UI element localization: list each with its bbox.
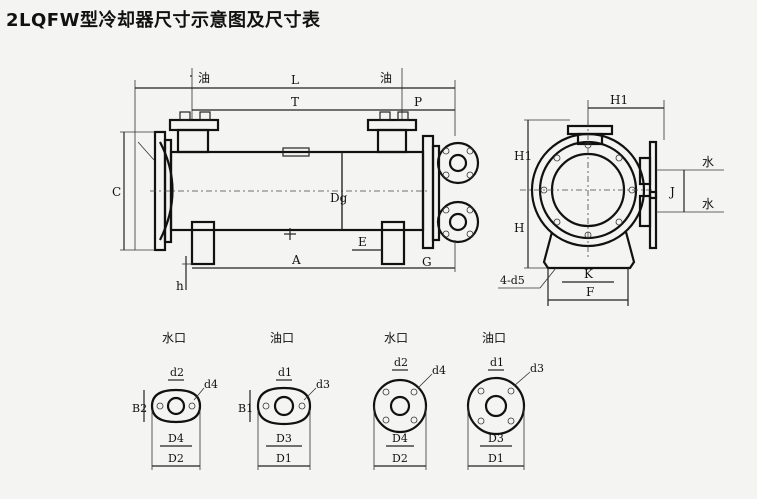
flange-oil-round: 油口 d1 d3 D3 D1: [466, 331, 544, 470]
dim-T: T: [291, 95, 299, 109]
flange-3-d-bottom: D2: [392, 452, 408, 465]
dim-H1-top: H1: [610, 93, 628, 107]
flange-3-d-corner: d4: [432, 364, 446, 377]
flange-3-title: 水口: [384, 331, 408, 345]
oil-label-left: 油: [198, 71, 210, 85]
dim-H1-side: H1: [514, 149, 532, 163]
dim-L: L: [291, 73, 299, 87]
flange-1-d-top: d2: [170, 366, 184, 379]
dim-H: H: [514, 221, 524, 235]
dim-A: A: [291, 253, 301, 267]
flange-4-d-corner: d3: [530, 362, 544, 375]
dim-G: G: [422, 255, 432, 269]
dim-E: E: [358, 235, 367, 249]
flange-4-title: 油口: [482, 331, 506, 345]
dim-C: C: [112, 185, 121, 199]
dim-F: F: [586, 285, 594, 299]
oil-label-right: 油: [380, 71, 392, 85]
flange-1-d-corner: d4: [204, 378, 218, 391]
dim-K: K: [584, 267, 594, 281]
dim-J: J: [668, 185, 675, 199]
dim-P: P: [414, 95, 422, 109]
flange-1-d-bottom: D2: [168, 452, 184, 465]
flange-2-d-bottom: D1: [276, 452, 292, 465]
flange-2-d-top: d1: [278, 366, 292, 379]
flange-4-d-mid: D3: [488, 432, 504, 445]
flange-2-d-mid: D3: [276, 432, 292, 445]
flange-1-title: 水口: [162, 331, 186, 345]
flange-2-d-corner: d3: [316, 378, 330, 391]
flange-2-title: 油口: [270, 331, 294, 345]
dim-Dg: Dg: [330, 191, 348, 205]
flange-4-d-top: d1: [490, 356, 504, 369]
flange-1-d-mid: D4: [168, 432, 184, 445]
flange-2-b-side: B1: [238, 402, 253, 415]
water-label-top: 水: [702, 155, 714, 169]
flange-4-d-bottom: D1: [488, 452, 504, 465]
flange-water-round: 水口 d2 d4 D4 D2: [372, 331, 446, 470]
flange-water-oval: 水口 d2 d4 B2 D4 D2: [132, 331, 218, 470]
holes-4-d5: 4-d5: [500, 274, 525, 287]
side-view: H1 H1 H J: [498, 93, 724, 306]
flange-oil-oval: 油口 d1 d3 B1 D3 D1: [238, 331, 330, 470]
water-label-bottom: 水: [702, 197, 714, 211]
flange-1-b-side: B2: [132, 402, 147, 415]
flange-3-d-top: d2: [394, 356, 408, 369]
page-title: 2LQFW型冷却器尺寸示意图及尺寸表: [6, 10, 321, 31]
dim-h: h: [176, 279, 184, 293]
front-view: 油 油 L T P C: [112, 68, 480, 293]
flange-3-d-mid: D4: [392, 432, 408, 445]
